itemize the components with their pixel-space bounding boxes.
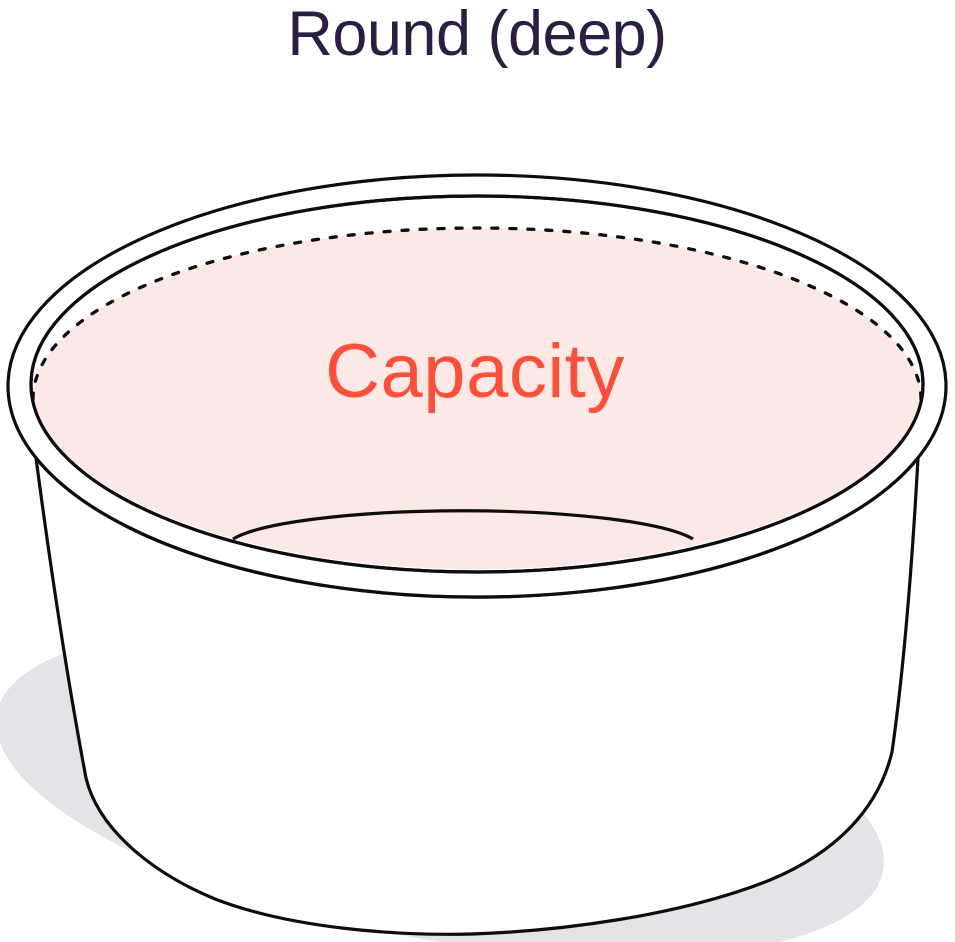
rim-inner-stroke bbox=[29, 194, 925, 574]
capacity-fill-area bbox=[33, 228, 921, 570]
fill-level-dashed-line bbox=[31, 226, 923, 401]
capacity-label: Capacity bbox=[325, 329, 625, 414]
tin-floor-arc bbox=[232, 509, 694, 541]
page-title: Round (deep) bbox=[287, 0, 666, 69]
